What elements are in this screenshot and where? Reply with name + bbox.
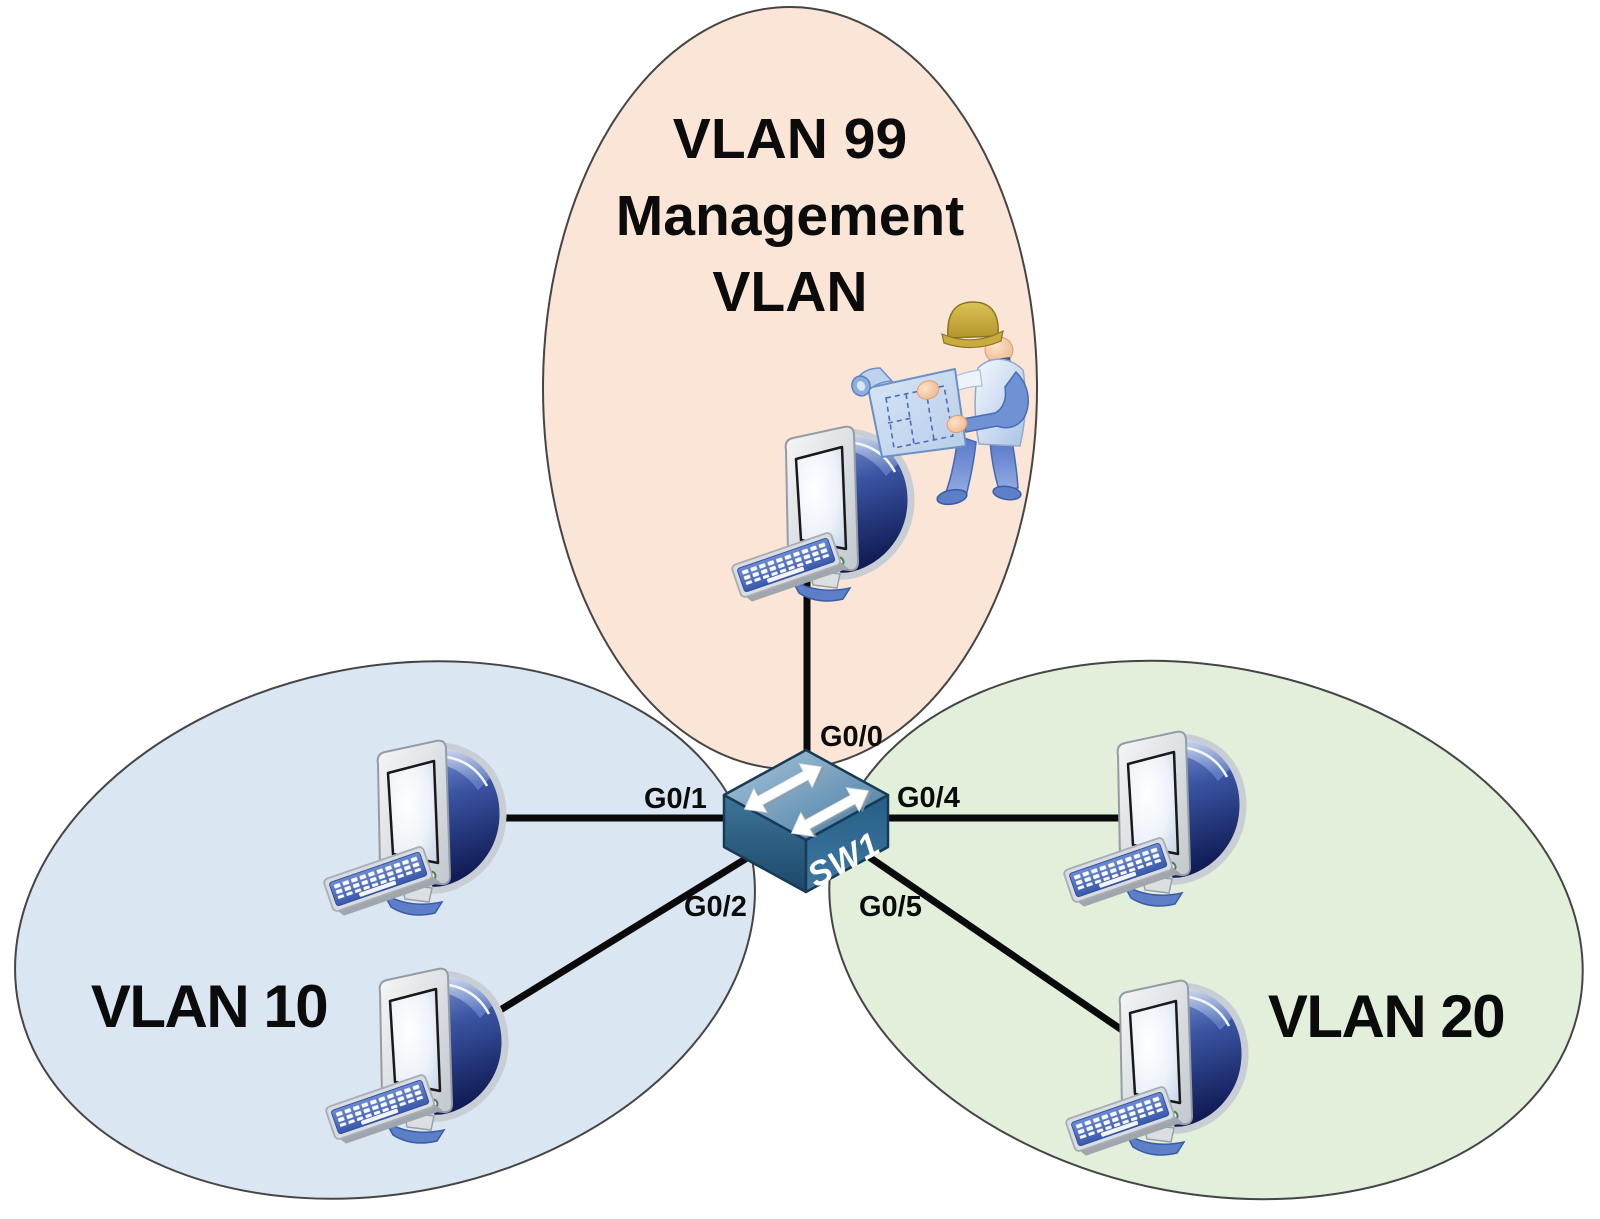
port-label-g0-0: G0/0 [820,721,883,753]
link-g0-5 [854,845,1124,1033]
vlan99-zone-label: VLAN 99 Management VLAN [616,107,964,324]
switch-icon: SW1 [722,748,890,895]
port-label-g0-1: G0/1 [644,783,707,815]
port-label-g0-5: G0/5 [859,891,922,923]
link-g0-2 [495,847,762,1015]
vlan99-label-line3: VLAN [712,260,867,324]
port-label-g0-2: G0/2 [684,891,747,923]
vlan99-label-line1: VLAN 99 [673,107,907,171]
vlan99-label-line2: Management [616,184,964,248]
vlan20-zone-label: VLAN 20 [1268,983,1504,1050]
port-label-g0-4: G0/4 [897,782,960,814]
vlan10-zone-label: VLAN 10 [91,973,327,1040]
switch-top-face [722,748,890,842]
